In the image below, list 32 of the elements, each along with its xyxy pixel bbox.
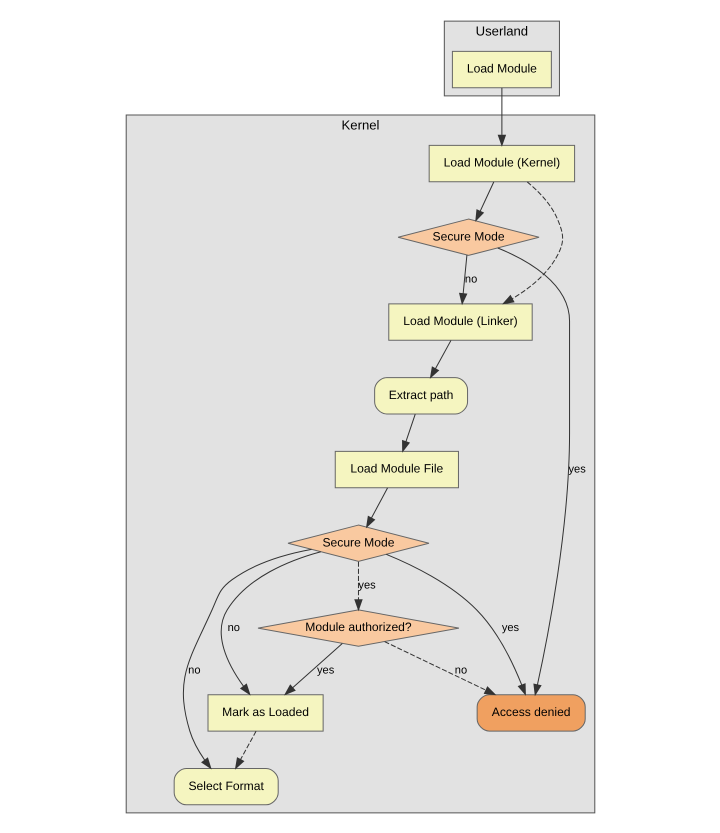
- node-box: Select Format: [173, 767, 278, 805]
- edge-label: yes: [316, 664, 334, 676]
- edge-label: yes: [501, 621, 519, 634]
- node-diamond: Secure Mode: [287, 524, 429, 562]
- arrow: [474, 181, 494, 222]
- arrow: [384, 640, 496, 695]
- arrow: [458, 254, 467, 305]
- arrow: [182, 548, 312, 770]
- edge-label: no: [227, 621, 240, 634]
- arrow: [429, 340, 451, 378]
- node-box: Load Module (Linker): [388, 302, 532, 340]
- node-diamond: Module authorized?: [257, 608, 459, 646]
- arrow: [497, 247, 570, 696]
- node-diamond: Secure Mode: [397, 218, 540, 256]
- arrow: [497, 87, 506, 146]
- arrow: [283, 642, 342, 695]
- arrow: [220, 550, 320, 696]
- edge-label: no: [454, 664, 467, 676]
- arrow: [234, 730, 256, 770]
- arrow: [386, 553, 526, 696]
- node-box: Load Module: [451, 50, 552, 88]
- arrow: [365, 487, 388, 528]
- node-box: Extract path: [374, 376, 468, 414]
- edge-label: no: [464, 272, 477, 285]
- node-box: Load Module File: [334, 450, 458, 488]
- edge-label: no: [188, 664, 200, 676]
- arrow: [354, 561, 362, 611]
- node-box: Load Module (Kernel): [428, 144, 575, 182]
- arrow: [501, 181, 563, 304]
- arrow: [402, 414, 416, 452]
- node-box: Mark as Loaded: [207, 694, 324, 732]
- node-box: Access denied: [476, 694, 586, 732]
